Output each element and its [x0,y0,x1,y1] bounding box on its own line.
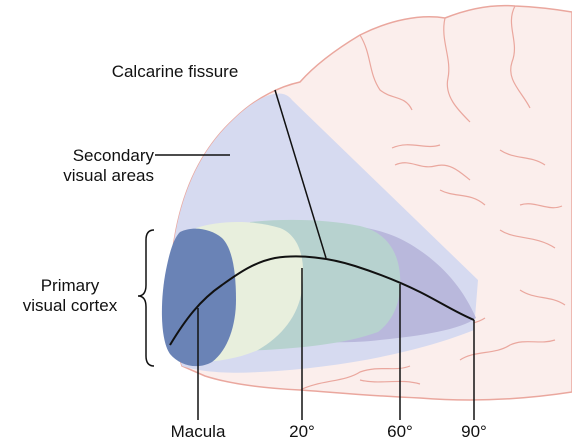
secondary-label-line2: visual areas [63,166,154,185]
pointer-lines [137,89,475,420]
deg90-label: 90° [461,422,487,441]
calcarine-fissure-label: Calcarine fissure [111,62,239,81]
primary-label-line1: Primary [40,276,100,295]
calcarine-pointer [274,89,327,259]
primary-visual-cortex-label: Primary visual cortex [4,276,136,316]
macula-region [161,228,236,367]
macula-label: Macula [170,422,226,441]
primary-label-line2: visual cortex [22,296,118,315]
deg60-label: 60° [387,422,413,441]
calcarine-fissure-curve [169,255,475,346]
deg20-label: 20° [289,422,315,441]
secondary-label-line1: Secondary [72,146,154,165]
primary-bracket [137,229,155,367]
secondary-visual-areas-label: Secondary visual areas [20,146,154,186]
